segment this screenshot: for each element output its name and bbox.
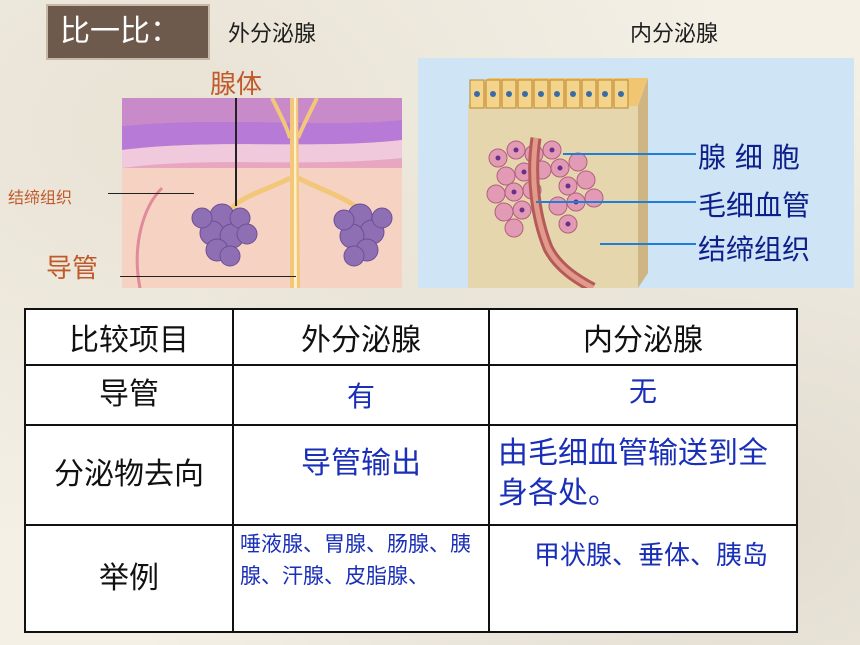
endocrine-example-value: 甲状腺、垂体、胰岛 <box>534 541 769 571</box>
exocrine-secretion-value: 导管输出 <box>301 446 421 481</box>
exocrine-gland-illustration <box>122 98 402 288</box>
gland-body-leader-line <box>235 98 237 206</box>
capillary-label: 毛细血管 <box>698 189 811 222</box>
endocrine-secretion-value: 由毛细血管输送到全身各处。 <box>498 436 768 511</box>
table-row-duct: 导管 有 无 <box>24 364 798 426</box>
header-item: 比较项目 <box>24 308 234 366</box>
endocrine-gland-illustration <box>418 58 854 288</box>
cell-endocrine-duct: 无 <box>488 364 798 426</box>
cell-exocrine-secretion: 导管输出 <box>232 424 490 526</box>
table-row-secretion: 分泌物去向 导管输出 由毛细血管输送到全身各处。 <box>24 424 798 526</box>
row-item-duct: 导管 <box>24 364 234 426</box>
cell-endocrine-example: 甲状腺、垂体、胰岛 <box>488 524 798 633</box>
exocrine-duct-value: 有 <box>346 380 375 413</box>
gland-cell-label: 腺 细 胞 <box>698 141 800 174</box>
row-item-secretion-text: 分泌物去向 <box>54 457 204 493</box>
duct-leader-line <box>120 276 296 277</box>
cell-endocrine-secretion: 由毛细血管输送到全身各处。 <box>488 424 798 526</box>
table-row-example: 举例 唾液腺、胃腺、肠腺、胰腺、汗腺、皮脂腺、 甲状腺、垂体、胰岛 <box>24 524 798 633</box>
row-item-example: 举例 <box>24 524 234 633</box>
connective-tissue-leader-line <box>108 193 194 194</box>
slide-title: 比一比： <box>46 4 210 60</box>
header-endocrine: 内分泌腺 <box>488 308 798 366</box>
gland-body-label: 腺体 <box>210 70 263 100</box>
cell-exocrine-duct: 有 <box>232 364 490 426</box>
connective-tissue-label-exo: 结缔组织 <box>8 188 73 207</box>
comparison-table: 比较项目 外分泌腺 内分泌腺 导管 有 无 分泌物去向 导管输出 由毛细血管输送… <box>24 308 798 633</box>
header-exocrine: 外分泌腺 <box>232 308 490 366</box>
endocrine-duct-value: 无 <box>628 375 657 408</box>
cell-exocrine-example: 唾液腺、胃腺、肠腺、胰腺、汗腺、皮脂腺、 <box>232 524 490 633</box>
table-header-row: 比较项目 外分泌腺 内分泌腺 <box>24 308 798 366</box>
row-item-secretion: 分泌物去向 <box>24 424 234 526</box>
exocrine-example-value: 唾液腺、胃腺、肠腺、胰腺、汗腺、皮脂腺、 <box>240 532 471 588</box>
connective-tissue-label-endo: 结缔组织 <box>698 233 811 266</box>
duct-label: 导管 <box>46 254 99 284</box>
endocrine-heading: 内分泌腺 <box>630 22 719 47</box>
exocrine-heading: 外分泌腺 <box>228 22 317 47</box>
